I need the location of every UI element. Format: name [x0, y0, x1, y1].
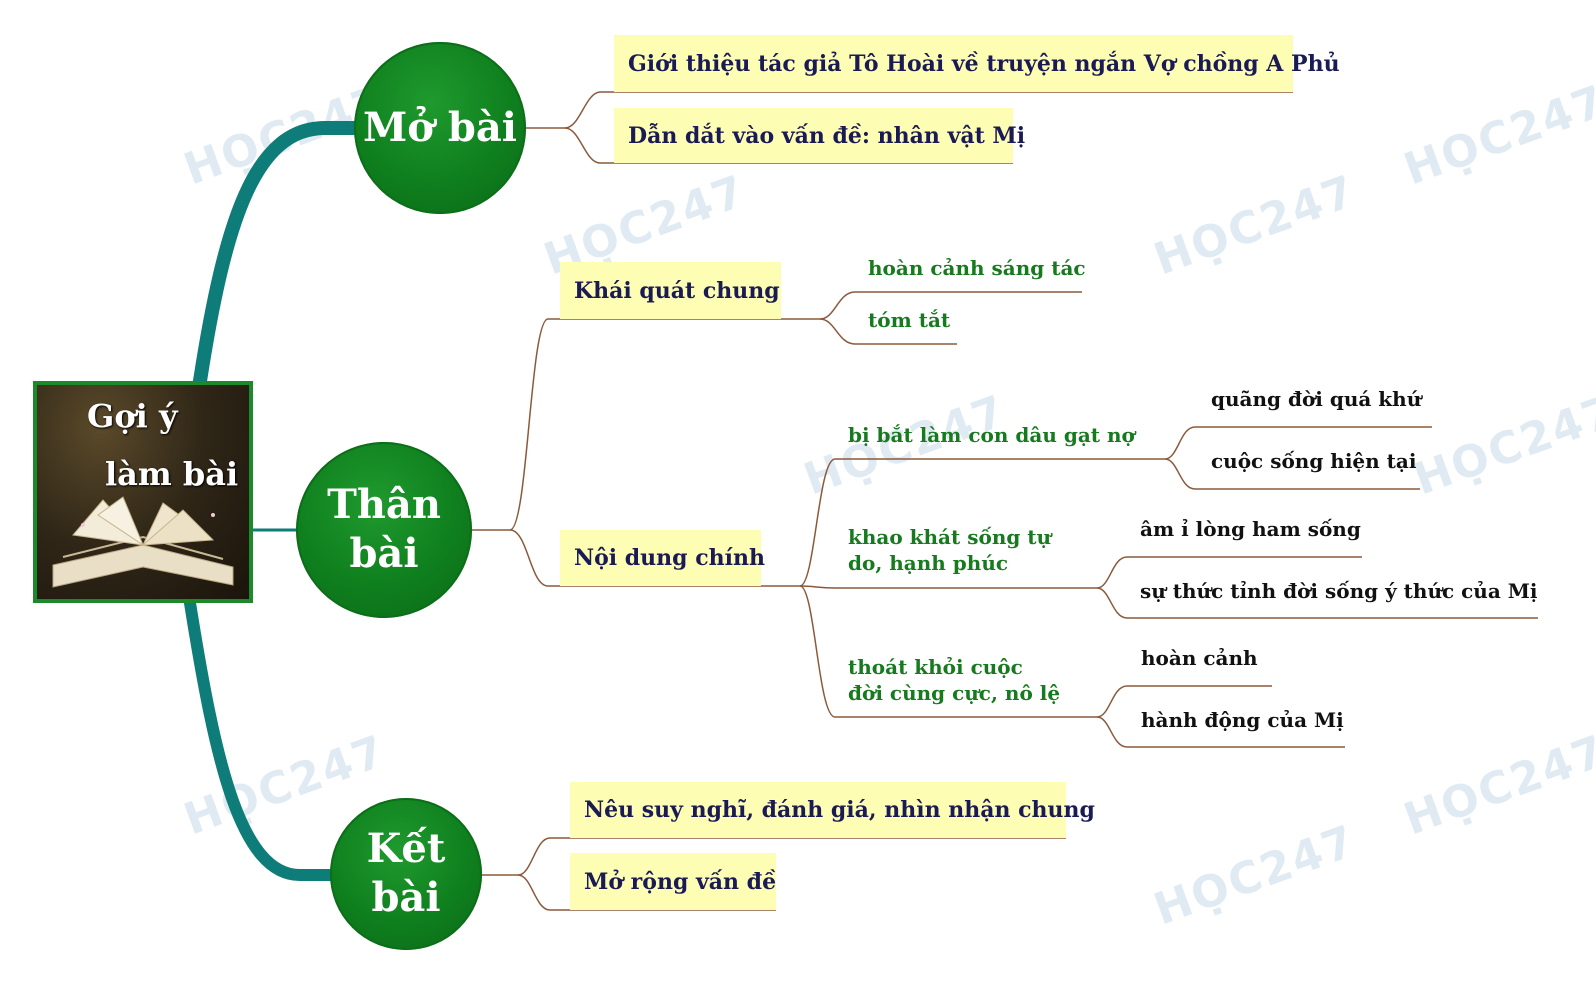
- khai-quat-chung: Khái quát chung: [560, 262, 781, 319]
- ket-bai-item-1: Nêu suy nghĩ, đánh giá, nhìn nhận chung: [570, 782, 1095, 838]
- section-ket-bai-label-line1: Kết: [366, 825, 446, 873]
- noi-dung-branch-3-line1: thoát khỏi cuộc: [848, 655, 1023, 679]
- ket-bai-item-2: Mở rộng vấn đề: [570, 853, 776, 910]
- branch-1-child-2: cuộc sống hiện tại: [1211, 449, 1417, 473]
- noi-dung-branch-3: thoát khỏi cuộc đời cùng cực, nô lệ: [848, 654, 1060, 707]
- root-node: Gợi ý làm bài: [33, 381, 253, 603]
- section-than-bai-label-line2: bài: [349, 530, 419, 577]
- section-than-bai: Thân bài: [296, 442, 472, 618]
- noi-dung-branch-2-line2: do, hạnh phúc: [848, 551, 1009, 576]
- section-ket-bai-label-line2: bài: [371, 874, 441, 921]
- noi-dung-branch-2: khao khát sống tự do, hạnh phúc: [848, 524, 1051, 577]
- khai-quat-item-2: tóm tắt: [868, 308, 951, 332]
- root-title-line1: Gợi ý: [87, 397, 178, 435]
- trunk-to-ket-bai: [184, 597, 338, 881]
- noi-dung-branch-2-line1: khao khát sống tự: [848, 525, 1052, 549]
- trunk-to-mo-bai: [193, 121, 367, 388]
- khai-quat-item-1: hoàn cảnh sáng tác: [868, 256, 1086, 280]
- branch-3-child-2: hành động của Mị: [1141, 708, 1344, 732]
- noi-dung-branch-3-line2: đời cùng cực, nô lệ: [848, 681, 1061, 706]
- section-ket-bai: Kết bài: [330, 798, 482, 950]
- root-title-line2: làm bài: [105, 455, 239, 493]
- mo-bai-item-1: Giới thiệu tác giả Tô Hoài về truyện ngắ…: [614, 35, 1340, 92]
- branch-3-child-1: hoàn cảnh: [1141, 646, 1258, 670]
- noi-dung-chinh: Nội dung chính: [560, 530, 765, 586]
- branch-1-child-1: quãng đời quá khứ: [1211, 387, 1422, 411]
- section-mo-bai: Mở bài: [354, 42, 526, 214]
- book-icon: [52, 496, 234, 588]
- noi-dung-branch-1: bị bắt làm con dâu gạt nợ: [848, 423, 1135, 447]
- mo-bai-item-2: Dẫn dắt vào vấn đề: nhân vật Mị: [614, 108, 1025, 163]
- section-than-bai-label-line1: Thân: [327, 481, 441, 529]
- branch-2-child-2: sự thức tỉnh đời sống ý thức của Mị: [1140, 579, 1538, 603]
- section-mo-bai-label: Mở bài: [363, 103, 517, 151]
- branch-2-child-1: âm ỉ lòng ham sống: [1140, 517, 1361, 541]
